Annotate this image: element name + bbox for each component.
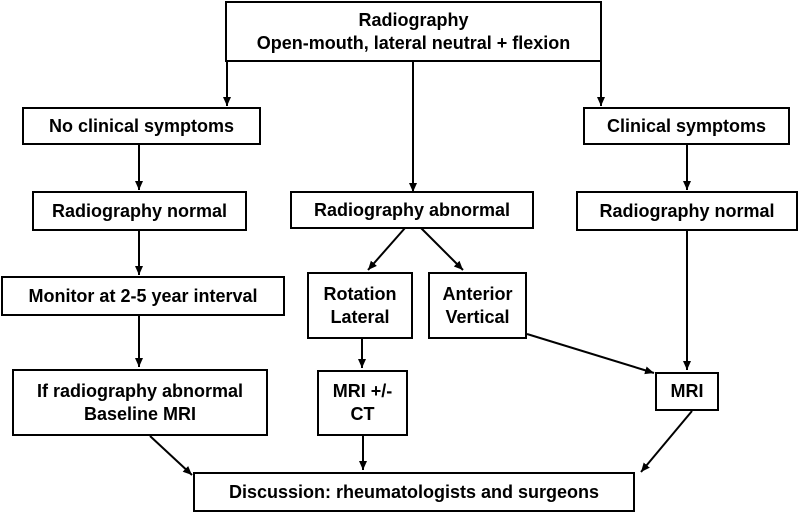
radiography-abnormal-label: Radiography abnormal	[313, 199, 511, 220]
mri-ct-box: MRI +/- CT	[317, 370, 408, 436]
radiography-normal-right-box: Radiography normal	[576, 191, 798, 231]
discussion-label: Discussion: rheumatologists and surgeons	[228, 481, 600, 502]
arrow-abnormal-to-rotation-lateral	[367, 227, 406, 271]
mri-ct-line2: CT	[350, 404, 375, 424]
monitor-interval-box: Monitor at 2-5 year interval	[1, 276, 285, 316]
radiography-title: Radiography	[358, 9, 469, 30]
baseline-mri-box: If radiography abnormal Baseline MRI	[12, 369, 268, 436]
discussion-box: Discussion: rheumatologists and surgeons	[193, 472, 635, 512]
no-clinical-symptoms-box: No clinical symptoms	[22, 107, 261, 145]
clinical-symptoms-box: Clinical symptoms	[583, 107, 790, 145]
anterior-label: Anterior	[442, 283, 513, 304]
radiography-views: Open-mouth, lateral neutral + flexion	[256, 32, 571, 53]
monitor-interval-label: Monitor at 2-5 year interval	[28, 285, 258, 306]
rotation-label: Rotation	[323, 283, 397, 304]
arrow-abnormal-to-anterior-vertical	[420, 227, 464, 271]
vertical-label: Vertical	[445, 306, 510, 327]
radiography-normal-left-box: Radiography normal	[32, 191, 247, 231]
if-radiography-abnormal-label: If radiography abnormal	[36, 380, 244, 401]
radiography-normal-right-label: Radiography normal	[599, 200, 775, 221]
anterior-vertical-box: Anterior Vertical	[428, 272, 527, 339]
radiography-abnormal-box: Radiography abnormal	[290, 191, 534, 229]
arrow-anterior-vertical-to-mri	[526, 333, 655, 375]
clinical-symptoms-label: Clinical symptoms	[606, 115, 767, 136]
radiography-normal-left-label: Radiography normal	[51, 200, 228, 221]
rotation-lateral-box: Rotation Lateral	[307, 272, 413, 339]
baseline-mri-label: Baseline MRI	[83, 403, 197, 424]
arrow-baseline-mri-to-discussion	[149, 435, 193, 476]
mri-box: MRI	[655, 372, 719, 411]
mri-label: MRI	[670, 381, 704, 401]
no-clinical-symptoms-label: No clinical symptoms	[48, 115, 235, 136]
lateral-label: Lateral	[330, 306, 390, 327]
radiography-exam-box: Radiography Open-mouth, lateral neutral …	[225, 1, 602, 62]
mri-ct-line1: MRI +/-	[332, 381, 393, 401]
arrow-mri-to-discussion	[640, 410, 693, 473]
